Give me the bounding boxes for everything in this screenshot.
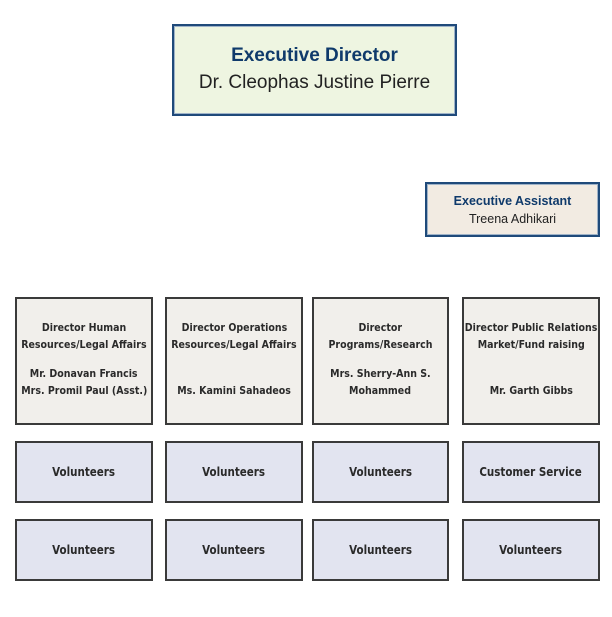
volunteer-label: Volunteers — [499, 543, 563, 557]
director-title: Resources/Legal Affairs — [171, 338, 297, 351]
director-name: Mohammed — [349, 384, 412, 397]
executive-director-name: Dr. Cleophas Justine Pierre — [198, 72, 431, 93]
volunteer-box: Volunteers — [15, 519, 153, 581]
director-title: Resources/Legal Affairs — [21, 338, 147, 351]
customer-service-box: Customer Service — [462, 441, 600, 503]
executive-director-title: Executive Director — [231, 45, 398, 66]
director-name — [529, 365, 532, 382]
volunteer-box: Volunteers — [165, 519, 303, 581]
director-box-operations: Director Operations Resources/Legal Affa… — [165, 297, 303, 425]
volunteer-box: Volunteers — [462, 519, 600, 581]
director-name: Mrs. Promil Paul (Asst.) — [20, 384, 148, 397]
director-title: Market/Fund raising — [477, 338, 585, 351]
volunteer-label: Volunteers — [202, 543, 266, 557]
executive-director-box: Executive Director Dr. Cleophas Justine … — [172, 24, 457, 116]
director-title: Director Operations — [181, 321, 287, 334]
director-name — [232, 365, 235, 382]
director-title: Director Public Relations — [464, 321, 598, 334]
volunteer-label: Volunteers — [52, 543, 116, 557]
executive-assistant-name: Treena Adhikari — [468, 211, 557, 226]
director-box-public-relations: Director Public Relations Market/Fund ra… — [462, 297, 600, 425]
volunteer-label: Volunteers — [202, 465, 266, 479]
customer-service-label: Customer Service — [479, 465, 583, 479]
director-box-hr: Director Human Resources/Legal Affairs M… — [15, 297, 153, 425]
director-name: Mrs. Sherry-Ann S. — [330, 367, 431, 380]
volunteer-label: Volunteers — [52, 465, 116, 479]
volunteer-box: Volunteers — [312, 441, 449, 503]
volunteer-box: Volunteers — [15, 441, 153, 503]
director-name: Mr. Donavan Francis — [30, 367, 138, 380]
director-name: Mr. Garth Gibbs — [489, 384, 573, 397]
executive-assistant-box: Executive Assistant Treena Adhikari — [425, 182, 600, 237]
director-name: Ms. Kamini Sahadeos — [177, 384, 291, 397]
director-title: Director Human — [41, 321, 127, 334]
volunteer-box: Volunteers — [312, 519, 449, 581]
volunteer-label: Volunteers — [349, 465, 412, 479]
executive-assistant-title: Executive Assistant — [453, 193, 572, 208]
director-title: Director — [358, 321, 403, 334]
director-box-programs: Director Programs/Research Mrs. Sherry-A… — [312, 297, 449, 425]
director-title: Programs/Research — [328, 338, 433, 351]
volunteer-label: Volunteers — [349, 543, 412, 557]
volunteer-box: Volunteers — [165, 441, 303, 503]
